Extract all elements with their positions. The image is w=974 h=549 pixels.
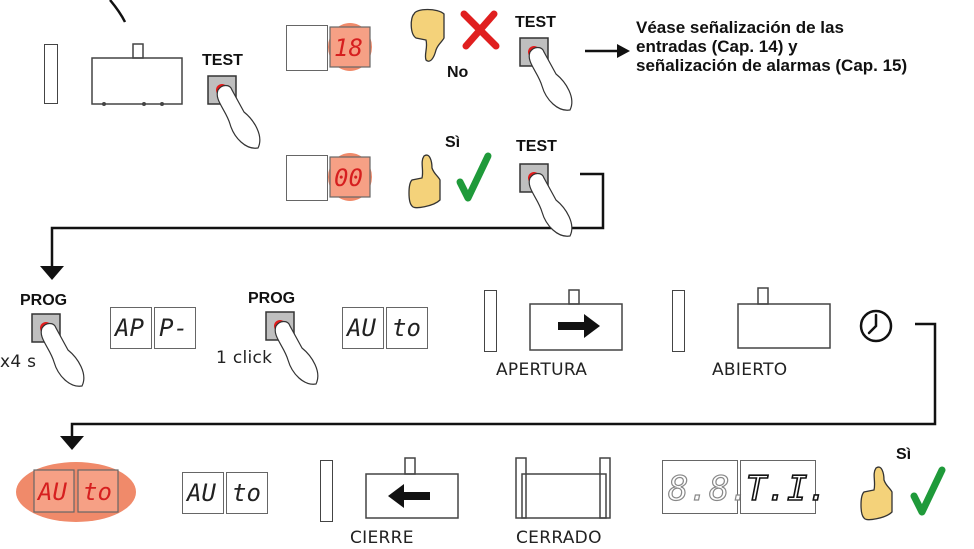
display-88: 8.8. — [667, 468, 750, 509]
prog-label-2: PROG — [248, 290, 296, 307]
thumbs-down-icon — [410, 8, 445, 62]
display-blank-1 — [286, 25, 328, 71]
si-label-2: Sì — [896, 446, 912, 463]
hold-4s-label: x4 s — [0, 352, 37, 372]
no-label: No — [447, 64, 469, 81]
prog-label-1: PROG — [20, 292, 68, 309]
display-88-box — [662, 460, 738, 514]
display-to-2: to — [232, 479, 261, 507]
test-label-3: TEST — [516, 138, 557, 155]
gate-closed-end-icon — [515, 457, 611, 519]
cierre-label: CIERRE — [350, 528, 414, 548]
display-au-box-2 — [182, 472, 224, 514]
test-button-press-3[interactable] — [519, 163, 580, 244]
prog-button-press-2[interactable] — [265, 311, 326, 392]
gate-post-closing — [320, 460, 333, 522]
apertura-label: APERTURA — [496, 360, 588, 380]
display-to-glow-text: to — [83, 478, 112, 506]
display-p-dash: P- — [159, 314, 188, 342]
display-blank-2 — [286, 155, 328, 201]
display-code-18: 18 — [328, 23, 372, 71]
check-icon-2 — [910, 466, 946, 516]
thumbs-up-icon-2 — [860, 466, 893, 521]
display-ti-box — [740, 460, 816, 514]
display-code-00-text: 00 — [334, 164, 363, 192]
test-button-press-2[interactable] — [519, 37, 580, 118]
display-auto-glow: AU to — [16, 462, 136, 522]
display-ap: AP — [113, 314, 144, 342]
display-au-1: AU — [345, 314, 376, 342]
display-au-box-1 — [342, 307, 384, 349]
check-icon — [456, 152, 492, 202]
test-label-2: TEST — [515, 14, 556, 31]
cross-icon — [460, 10, 500, 50]
display-88-text: 8.8. — [668, 469, 750, 509]
display-ap-text: AP — [113, 314, 144, 342]
test-button-press-1[interactable] — [207, 75, 268, 156]
cerrado-label: CERRADO — [516, 528, 602, 548]
gate-closed-icon — [91, 43, 183, 106]
display-ti-text: T.I. — [746, 469, 828, 509]
gate-post-open — [672, 290, 685, 352]
prog-button-press-1[interactable] — [31, 313, 92, 394]
one-click-label: 1 click — [216, 348, 273, 368]
display-to-1-text: to — [392, 314, 421, 342]
display-p-box — [154, 307, 196, 349]
gate-post-left — [44, 44, 58, 104]
display-ti: T.I. — [745, 468, 828, 510]
display-code-18-text: 18 — [334, 34, 363, 62]
thumbs-up-icon — [408, 154, 441, 209]
signaling-note-line2: entradas (Cap. 14) y — [636, 37, 798, 56]
display-to-1: to — [392, 314, 421, 342]
abierto-label: ABIERTO — [712, 360, 788, 380]
signaling-note-line3: señalización de alarmas (Cap. 15) — [636, 56, 908, 75]
display-to-box-2 — [226, 472, 268, 514]
display-to-box-1 — [386, 307, 428, 349]
gate-closing-icon — [365, 457, 459, 519]
clock-icon — [859, 309, 893, 343]
display-au-1-text: AU — [345, 314, 376, 342]
si-label-1: Sì — [445, 134, 461, 151]
display-p-dash-text: P- — [159, 314, 188, 342]
display-to-2-text: to — [232, 479, 261, 507]
display-code-00: 00 — [328, 153, 372, 201]
display-ap-box — [110, 307, 152, 349]
display-au-2: AU — [185, 479, 216, 507]
display-au-glow-text: AU — [36, 478, 67, 506]
signaling-note: Véase señalización de las entradas (Cap.… — [636, 18, 907, 75]
signaling-note-line1: Véase señalización de las — [636, 18, 844, 37]
test-label-1: TEST — [202, 52, 243, 69]
gate-post-opening — [484, 290, 497, 352]
gate-opening-icon — [529, 289, 623, 351]
gate-open-icon — [737, 287, 831, 349]
display-au-2-text: AU — [185, 479, 216, 507]
